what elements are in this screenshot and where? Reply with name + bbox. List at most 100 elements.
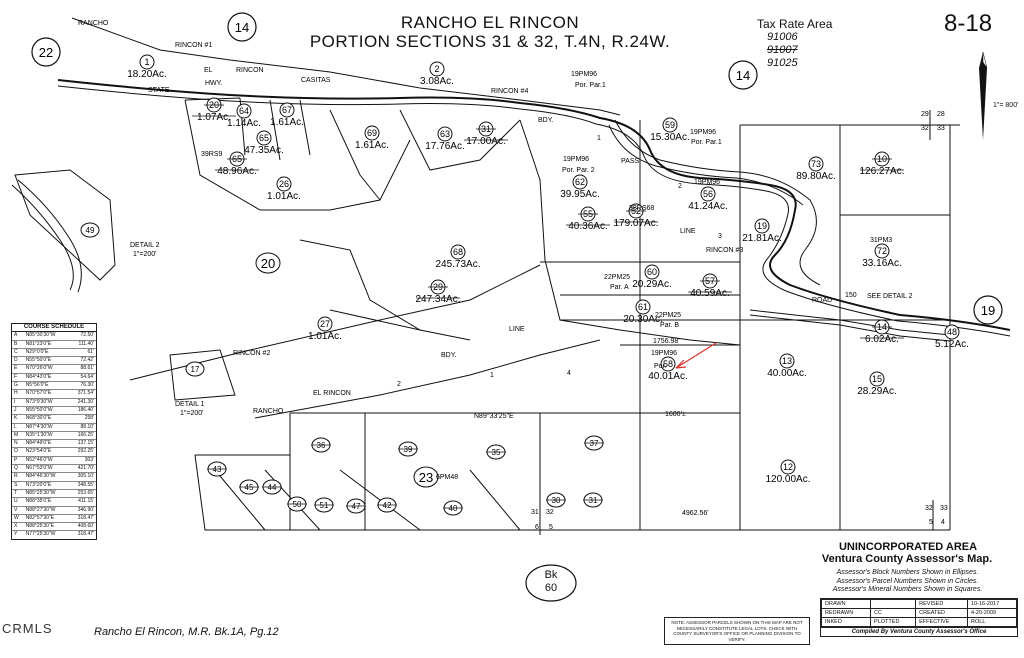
revision-cell: CC [870,608,917,618]
course-cell: V [12,505,24,515]
block-ellipse-label: 30 [552,496,561,505]
map-label: Por. Par.1 [575,82,606,89]
assessor-map-subtitle: Ventura County Assessor's Map. [821,553,993,565]
parcel: 201.07Ac. [192,97,236,123]
block-ellipse: 44 [262,479,282,495]
parcel: 671.61Ac. [270,102,304,128]
parcel-area: 28.29Ac. [857,386,896,397]
map-label: 19PM96 [690,129,716,136]
map-label: 6PM48 [436,474,458,481]
tax-rate-area-3: 91025 [767,57,798,69]
map-label: STATE [148,87,170,94]
map-label: DETAIL 1 [175,401,205,408]
map-label: HWY. [205,80,222,87]
parcel-area: 1.07Ac. [197,112,231,123]
tax-rate-area-label: Tax Rate Area [757,17,833,31]
map-label: N89°33'25"E [474,412,514,420]
tax-rate-area-1: 91006 [767,31,798,43]
map-label: LINE [509,326,525,333]
parcel-number: 12 [783,462,793,472]
block-ellipse-label: 17 [191,365,200,374]
tax-rate-area: Tax Rate Area 91006 91007 91025 [757,18,832,70]
course-cell: A [12,331,24,341]
parcel-number: 15 [872,374,882,384]
map-label: 32 [925,505,933,512]
course-cell: Q [12,464,24,473]
block-ellipse: 36 [311,437,331,453]
parcel-area: 17.00Ac. [466,136,505,147]
map-label: 4962.56' [682,510,709,517]
revision-cell: PLOTTED [870,617,917,627]
block-ellipse: 51 [314,497,334,513]
parcel-number: 60 [647,267,657,277]
title-line-2: PORTION SECTIONS 31 & 32, T.4N, R.24W. [309,32,671,51]
map-label: EL RINCON [313,390,351,397]
map-label: 5 [549,524,553,531]
map-label: 19PM96 [694,179,720,186]
note-block-numbers: Assessor's Block Numbers Shown in Ellips… [836,569,979,576]
highlight-arrow-icon [675,342,717,369]
rancho-boundary-line [71,17,621,116]
map-label: 3 [718,233,722,240]
course-cell: 241.30' [68,397,96,407]
map-label: 33 [937,125,945,132]
course-cell: P [12,455,24,465]
course-cell: B [12,339,24,349]
map-label: Par. B [660,322,679,329]
parcel-number: 73 [811,159,821,169]
detail-2-outline [14,169,116,281]
block-ellipse: 42 [377,497,397,513]
course-cell: W [12,513,24,523]
course-cell: R [12,472,24,482]
map-label: 1600'± [665,411,686,418]
revision-cell: CREATED [915,608,969,618]
book-circle: 14 [728,60,758,90]
block-ellipse-label: 49 [86,226,95,235]
parcel-number: 61 [638,302,648,312]
map-label: 19PM96 [571,71,597,78]
map-label: PASS [621,158,639,165]
revision-cell: ROLL [967,617,1017,627]
parcel-number: 58 [663,359,673,369]
parcel-area: 40.36Ac. [568,221,607,232]
map-label: Por. [654,363,667,370]
block-ellipse: 37 [584,435,604,451]
course-cell: 76.30' [68,381,96,390]
parcel: 485.12Ac. [935,324,969,350]
course-cell: 88.61' [68,364,96,374]
book-60-ellipse [525,564,577,602]
map-label: RINCON [236,67,264,74]
course-cell: 258' [68,414,96,424]
block-ellipse: 39 [398,441,418,457]
revision-cell: 10-16-2017 [967,599,1017,609]
course-cell: N84°46'30"W [23,472,69,482]
course-cell: N23°54'0"E [23,447,69,457]
parcel-area: 126.27Ac. [859,166,904,177]
book-label-line-2: 60 [544,582,558,594]
map-scale: 1"= 800' [993,102,1019,109]
course-cell: 348.55' [68,480,96,490]
parcel-area: 47.35Ac. [244,145,283,156]
course-schedule-title: COURSE SCHEDULE [12,324,96,333]
parcel: 15 28.29Ac. [857,371,897,397]
course-cell: 88.10' [68,422,96,432]
